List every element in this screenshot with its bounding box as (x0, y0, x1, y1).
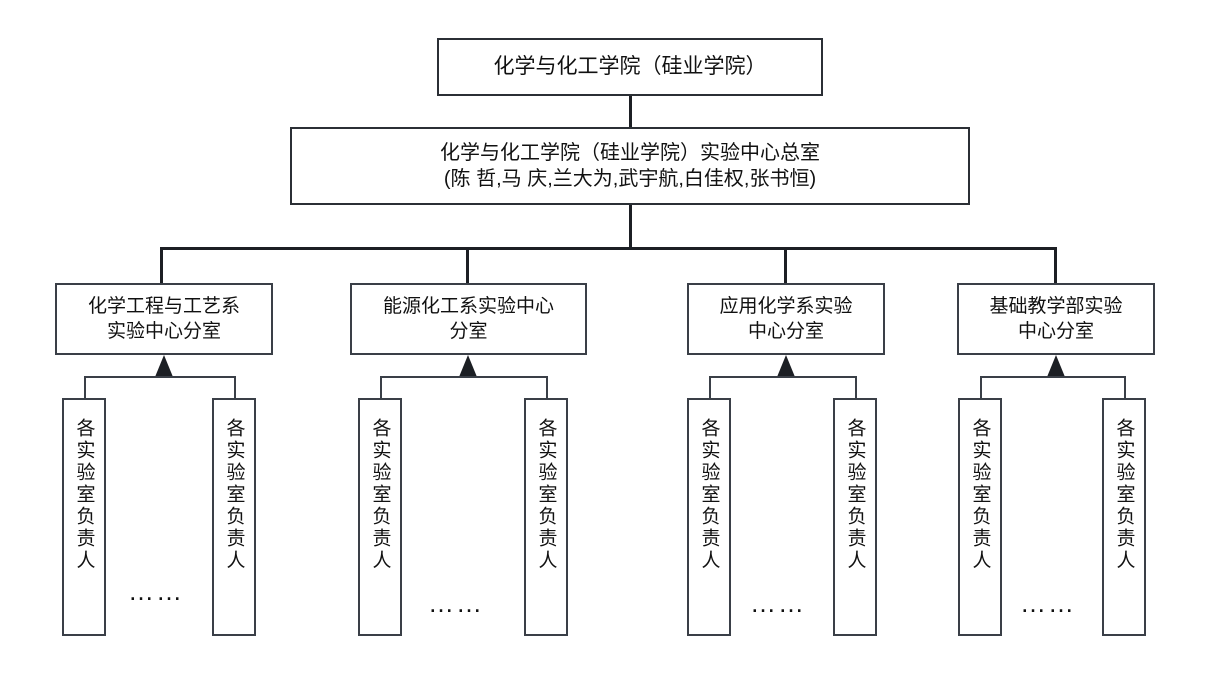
node-lab-manager-5: 各实验室负责人 (833, 398, 877, 636)
node-experiment-center-line1: 化学与化工学院（硅业学院）实验中心总室 (440, 141, 820, 164)
connector-group-1-left-drop (380, 376, 382, 398)
node-lab-manager-7-label: 各实验室负责人 (1113, 418, 1135, 572)
node-lab-manager-4-label: 各实验室负责人 (698, 418, 720, 572)
node-lab-manager-1: 各实验室负责人 (212, 398, 256, 636)
connector-group-1-bus (380, 376, 548, 378)
node-department-basic-teaching: 基础教学部实验 中心分室 (957, 283, 1155, 355)
arrowhead-up-group-3 (1047, 355, 1065, 377)
node-department-applied-chemistry-label: 应用化学系实验 中心分室 (719, 295, 853, 342)
connector-group-3-left-drop (980, 376, 982, 398)
connector-group-2-bus (709, 376, 857, 378)
connector-group-0-bus (84, 376, 236, 378)
node-department-energy-chemical-label: 能源化工系实验中心 分室 (382, 295, 554, 342)
node-lab-manager-3-label: 各实验室负责人 (535, 418, 557, 572)
node-college-root: 化学与化工学院（硅业学院） (437, 38, 823, 96)
node-lab-manager-3: 各实验室负责人 (524, 398, 568, 636)
arrowhead-up-group-0 (155, 355, 173, 377)
node-experiment-center-line2: (陈 哲,马 庆,兰大为,武宇航,白佳权,张书恒) (443, 168, 817, 190)
ellipsis-group-0: …… (128, 576, 184, 606)
connector-group-2-left-drop (709, 376, 711, 398)
connector-root-to-center (629, 96, 632, 127)
ellipsis-group-2: …… (750, 588, 806, 618)
connector-department-bus (160, 247, 1056, 250)
ellipsis-group-3: …… (1020, 588, 1076, 618)
node-lab-manager-1-label: 各实验室负责人 (223, 418, 245, 572)
connector-group-1-right-drop (546, 376, 548, 398)
ellipsis-group-1: …… (428, 588, 484, 618)
node-department-applied-chemistry: 应用化学系实验 中心分室 (687, 283, 885, 355)
node-lab-manager-7: 各实验室负责人 (1102, 398, 1146, 636)
connector-group-0-left-drop (84, 376, 86, 398)
connector-bus-to-dept-2 (784, 247, 787, 283)
node-department-chemical-engineering: 化学工程与工艺系 实验中心分室 (55, 283, 273, 355)
arrowhead-up-group-1 (459, 355, 477, 377)
connector-bus-to-dept-0 (160, 247, 163, 283)
node-department-basic-teaching-label: 基础教学部实验 中心分室 (989, 295, 1123, 342)
node-lab-manager-5-label: 各实验室负责人 (844, 418, 866, 572)
connector-group-0-right-drop (234, 376, 236, 398)
connector-bus-to-dept-1 (466, 247, 469, 283)
connector-group-2-right-drop (855, 376, 857, 398)
node-lab-manager-2-label: 各实验室负责人 (369, 418, 391, 572)
node-experiment-center: 化学与化工学院（硅业学院）实验中心总室 (陈 哲,马 庆,兰大为,武宇航,白佳权… (290, 127, 970, 205)
node-lab-manager-6: 各实验室负责人 (958, 398, 1002, 636)
node-lab-manager-0: 各实验室负责人 (62, 398, 106, 636)
node-lab-manager-4: 各实验室负责人 (687, 398, 731, 636)
node-lab-manager-2: 各实验室负责人 (358, 398, 402, 636)
connector-group-3-bus (980, 376, 1126, 378)
node-department-chemical-engineering-label: 化学工程与工艺系 实验中心分室 (87, 295, 240, 342)
node-lab-manager-6-label: 各实验室负责人 (969, 418, 991, 572)
node-lab-manager-0-label: 各实验室负责人 (73, 418, 95, 572)
connector-bus-to-dept-3 (1054, 247, 1057, 283)
node-college-root-label: 化学与化工学院（硅业学院） (493, 55, 767, 79)
arrowhead-up-group-2 (777, 355, 795, 377)
node-department-energy-chemical: 能源化工系实验中心 分室 (350, 283, 587, 355)
connector-center-drop (629, 205, 632, 250)
connector-group-3-right-drop (1124, 376, 1126, 398)
